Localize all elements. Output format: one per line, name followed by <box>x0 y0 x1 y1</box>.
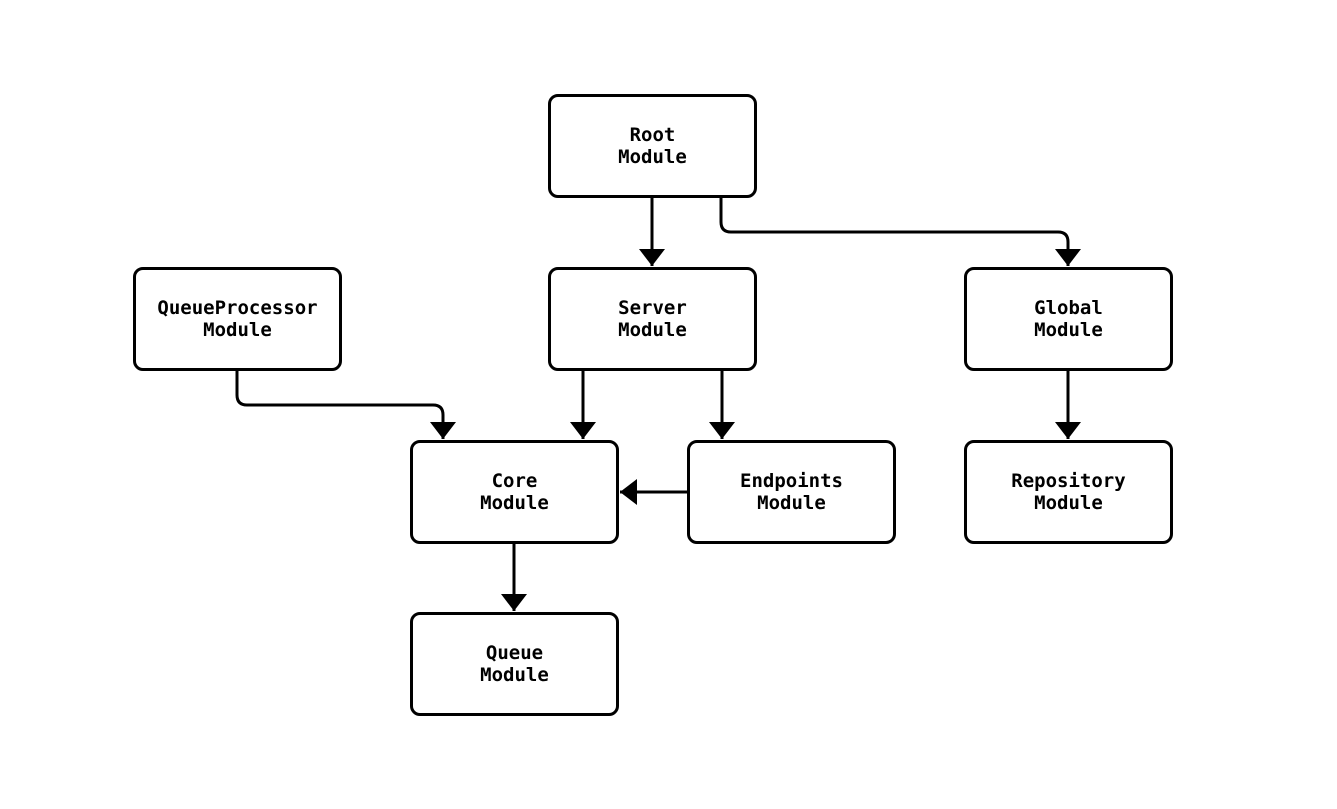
node-label-line: Global <box>1034 297 1103 319</box>
node-label-line: Queue <box>485 642 544 664</box>
arrowhead-icon-endpoints-module-to-core-module <box>620 479 637 505</box>
node-label-line: Root <box>629 124 676 146</box>
node-label-line: Module <box>757 492 826 514</box>
edge-queueprocessor-module-to-core-module <box>235 371 445 439</box>
arrowhead-icon-global-module-to-repository-module <box>1055 422 1081 439</box>
node-label-line: Module <box>480 664 549 686</box>
node-label-line: Server <box>618 297 687 319</box>
node-label-line: Module <box>618 319 687 341</box>
node-label-line: QueueProcessor <box>157 297 318 319</box>
node-label-line: Module <box>203 319 272 341</box>
node-label-line: Core <box>491 470 538 492</box>
node-label-line: Module <box>480 492 549 514</box>
arrowhead-icon-queueprocessor-module-to-core-module <box>430 422 456 439</box>
arrowhead-icon-server-module-to-endpoints-module <box>709 422 735 439</box>
arrowhead-icon-root-module-to-server-module <box>639 249 665 266</box>
node-label-line: Endpoints <box>740 470 843 492</box>
arrowhead-icon-core-module-to-queue-module <box>501 594 527 611</box>
edge-root-module-to-global-module <box>719 198 1070 266</box>
node-label-line: Module <box>618 146 687 168</box>
node-label-line: Repository <box>1011 470 1126 492</box>
node-label-line: Module <box>1034 319 1103 341</box>
arrowhead-icon-server-module-to-core-module <box>570 422 596 439</box>
node-label-line: Module <box>1034 492 1103 514</box>
arrowhead-icon-root-module-to-global-module <box>1055 249 1081 266</box>
